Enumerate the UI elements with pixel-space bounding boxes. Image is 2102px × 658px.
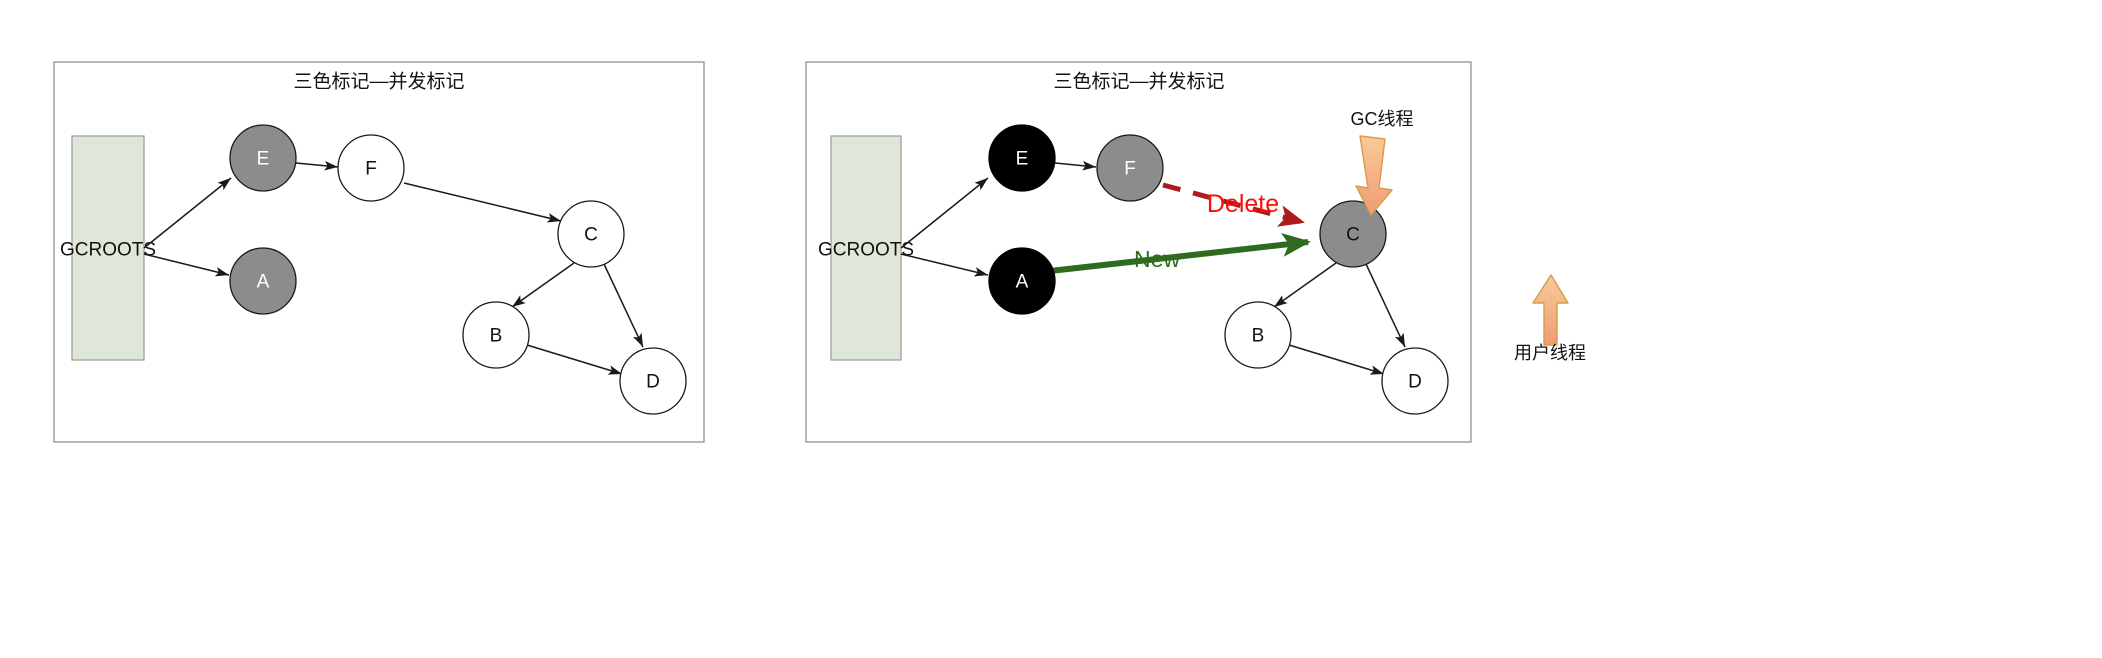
right-node-E-label: E xyxy=(1016,149,1029,170)
right-node-F-label: F xyxy=(1124,159,1136,180)
left-panel-title: 三色标记—并发标记 xyxy=(293,71,464,93)
right-node-E[interactable]: E xyxy=(988,124,1056,192)
right-edge-f-c-delete xyxy=(1162,182,1305,227)
left-edge-gcroots-e xyxy=(143,177,232,249)
left-gcroots-label: GCROOTS xyxy=(60,240,156,261)
left-edge-b-d xyxy=(526,344,623,375)
right-panel-title: 三色标记—并发标记 xyxy=(1053,71,1224,93)
left-node-A[interactable]: A xyxy=(229,247,297,315)
right-node-A[interactable]: A xyxy=(988,247,1056,315)
delete-edge-label: Delete xyxy=(1207,190,1279,218)
left-gcroots-box[interactable] xyxy=(71,135,145,361)
user-thread-up-arrow-icon xyxy=(1532,274,1569,346)
right-node-B[interactable]: B xyxy=(1224,301,1292,369)
user-thread-label: 用户线程 xyxy=(1514,343,1586,363)
gc-thread-down-arrow-icon xyxy=(1355,135,1393,216)
right-node-A-label: A xyxy=(1016,272,1029,293)
left-node-B[interactable]: B xyxy=(462,301,530,369)
left-node-F-label: F xyxy=(365,159,377,180)
left-node-B-label: B xyxy=(490,326,503,347)
left-edge-c-d xyxy=(603,263,644,348)
right-edge-b-d xyxy=(1288,344,1385,375)
right-node-D-label: D xyxy=(1408,372,1422,393)
left-edge-c-b xyxy=(511,262,575,308)
right-edge-a-c-new xyxy=(1049,232,1311,274)
right-node-C-label: C xyxy=(1346,225,1360,246)
left-node-E[interactable]: E xyxy=(229,124,297,192)
left-node-E-label: E xyxy=(257,149,270,170)
right-node-B-label: B xyxy=(1252,326,1265,347)
new-edge-label: New xyxy=(1134,246,1180,272)
right-edge-gcroots-e xyxy=(900,177,989,249)
gc-thread-label: GC线程 xyxy=(1351,109,1414,129)
right-gcroots-label: GCROOTS xyxy=(818,240,914,261)
right-edge-c-d xyxy=(1365,263,1406,348)
left-node-C-label: C xyxy=(584,225,598,246)
left-node-F[interactable]: F xyxy=(337,134,405,202)
right-panel: 三色标记—并发标记 GCROOTS Delete New E F A xyxy=(805,61,1586,443)
left-node-C[interactable]: C xyxy=(557,200,625,268)
left-node-D-label: D xyxy=(646,372,660,393)
left-edge-gcroots-a xyxy=(143,253,230,277)
left-panel: 三色标记—并发标记 GCROOTS E F A C B xyxy=(53,61,705,443)
right-node-C[interactable]: C xyxy=(1319,200,1387,268)
left-edge-e-f xyxy=(295,160,339,171)
gc-thread-annotation: GC线程 xyxy=(1351,109,1414,216)
right-edge-c-b xyxy=(1273,262,1337,308)
left-edge-f-c xyxy=(403,182,562,223)
right-node-F[interactable]: F xyxy=(1096,134,1164,202)
user-thread-annotation: 用户线程 xyxy=(1514,274,1586,363)
left-node-A-label: A xyxy=(257,272,270,293)
right-edge-e-f xyxy=(1054,160,1097,171)
left-node-D[interactable]: D xyxy=(619,347,687,415)
right-edge-gcroots-a xyxy=(900,253,989,277)
right-node-D[interactable]: D xyxy=(1381,347,1449,415)
right-gcroots-box[interactable] xyxy=(830,135,902,361)
